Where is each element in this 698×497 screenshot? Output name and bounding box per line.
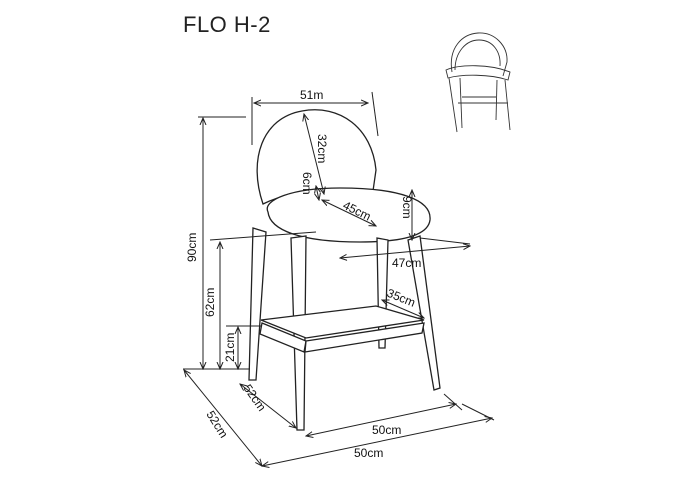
label-base-width-outer: 50cm [354, 446, 383, 460]
chair-thumbnail [445, 32, 511, 133]
label-back-gap: 6cm [300, 172, 314, 195]
label-footrest-height: 21cm [223, 333, 237, 362]
label-back-height: 32cm [315, 134, 329, 163]
dimension-lines [183, 91, 495, 466]
product-title: FLO H-2 [183, 12, 271, 37]
label-base-depth-inner: 52cm [241, 382, 269, 414]
label-base-depth-outer: 52cm [203, 408, 230, 440]
label-base-width-inner: 50cm [372, 423, 401, 437]
label-footrest-depth: 35cm [385, 286, 417, 310]
label-total-height: 90cm [185, 233, 199, 262]
label-seat-width: 47cm [392, 256, 421, 270]
label-seat-thickness: 9cm [400, 196, 414, 219]
label-back-width: 51m [300, 88, 323, 102]
label-seat-height: 62cm [203, 288, 217, 317]
